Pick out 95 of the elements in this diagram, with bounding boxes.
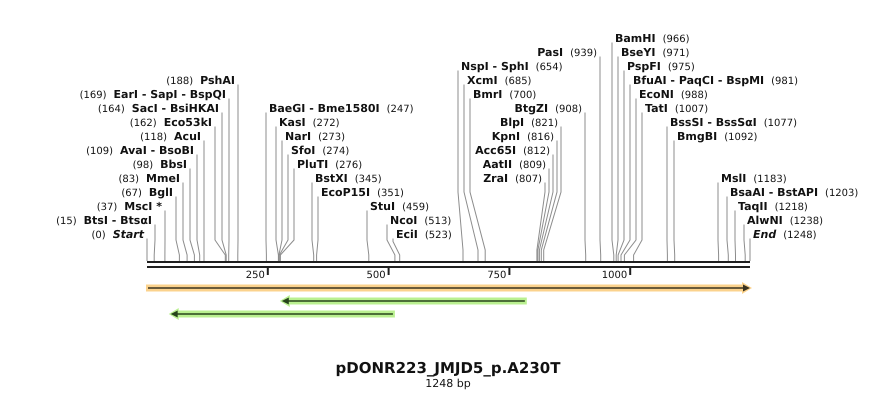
map-title: pDONR223_JMJD5_p.A230T [336,359,560,377]
leader-line [280,168,294,262]
enzyme-site-label: (98) BbsI [132,156,190,168]
enzyme-site-label: BssSI - BssSαI (1077) [667,114,798,126]
enzyme-site-label: BstXI (345) [312,170,382,182]
leader-line [386,224,396,262]
leader-line [620,84,630,262]
tick-label: 250 [246,270,265,282]
enzyme-site-label: (83) MmeI [118,170,183,182]
leader-line [674,140,676,262]
leader-line [600,56,602,262]
enzyme-site-label: (118) AcuI [140,128,204,140]
leader-line [182,182,188,262]
leader-line [266,112,267,262]
enzyme-site-label: KpnI (816) [492,128,557,140]
leader-line [538,154,554,262]
leader-line [458,70,464,262]
enzyme-site-label: EciI (523) [393,226,452,238]
enzyme-site-label: PluTI (276) [294,156,362,168]
leader-line [726,196,729,262]
enzyme-site-label: BfuAI - PaqCI - BspMI (981) [630,72,798,84]
leader-line [154,224,156,262]
leader-line [540,140,558,262]
enzyme-site-label: KasI (272) [276,114,340,126]
enzyme-site-label: ZraI (807) [483,170,545,182]
leader-line [392,238,400,262]
leader-line [666,126,668,262]
enzyme-site-label: EcoP15I (351) [318,184,404,196]
enzyme-site-label: NspI - SphI (654) [458,58,563,70]
leader-line [584,112,586,262]
enzyme-site-label: TaqII (1218) [735,198,808,210]
enzyme-site-label: BmrI (700) [470,86,536,98]
sequence-length-label: 1248 bp [425,377,471,390]
enzyme-site-label: (164) SacI - BsiHKAI [98,100,222,112]
leader-line [176,196,180,262]
leader-line [196,154,200,262]
enzyme-site-label: (15) BtsI - BtsαI [56,212,155,224]
enzyme-site-label: NarI (273) [282,128,346,140]
enzyme-site-label: SfoI (274) [288,142,350,154]
leader-line [536,182,546,262]
leader-line [718,182,720,262]
enzyme-site-label: XcmI (685) [464,72,532,84]
leader-line [312,182,314,262]
enzyme-site-label: BaeGI - Bme1580I (247) [266,100,414,112]
leader-line [164,210,166,262]
enzyme-site-label: BtgZI (908) [514,100,585,112]
tick-label: 500 [366,270,386,282]
leader-line [190,168,195,262]
leader-line [228,98,230,262]
leader-line [222,112,227,262]
enzyme-site-label: (188) PshAI [166,72,238,84]
leader-line [543,126,562,262]
leader-line [618,70,624,262]
enzyme-site-label: BamHI (966) [612,30,690,42]
leader-line [146,238,148,262]
leader-line [316,196,318,262]
leader-line [237,84,238,262]
enzyme-site-label: PspFI (975) [624,58,695,70]
sequence-end-label: End (1248) [750,226,816,238]
enzyme-site-label: (37) MscI * [96,198,165,210]
enzyme-site-label: (109) AvaI - BsoBI [86,142,197,154]
enzyme-site-label: MslI (1183) [718,170,787,182]
enzyme-site-label: BmgBI (1092) [674,128,758,140]
enzyme-site-label: (169) EarI - SapI - BspQI [80,86,229,98]
enzyme-site-label: PasI (939) [537,44,600,56]
enzyme-site-label: NcoI (513) [387,212,452,224]
leader-line [612,42,614,262]
leader-line [734,210,736,262]
enzyme-site-label: AlwNI (1238) [744,212,824,224]
leader-line [624,98,636,262]
leader-line [616,56,618,262]
tick-label: 750 [487,270,506,282]
enzyme-site-label: AatII (809) [482,156,549,168]
leader-line [633,112,642,262]
leader-line [276,126,279,262]
enzyme-site-label: Acc65I (812) [475,142,553,154]
dna-backbone [147,261,750,268]
leader-line [537,168,550,262]
enzyme-site-label: EcoNI (988) [636,86,708,98]
sequence-end-label: (0) Start [92,226,147,238]
leader-line [744,224,746,262]
tick-label: 1000 [602,270,628,282]
leader-line [278,140,282,262]
leader-line [464,84,478,262]
enzyme-site-label: TatI (1007) [642,100,708,112]
leader-line [214,126,226,262]
leader-line [278,154,288,262]
enzyme-site-label: BlpI (821) [500,114,561,126]
enzyme-site-label: (67) BglI [121,184,176,196]
leader-line [470,98,486,262]
leader-line [366,210,370,262]
enzyme-site-label: (162) Eco53kI [130,114,215,126]
enzyme-site-label: StuI (459) [367,198,429,210]
enzyme-site-label: BseYI (971) [618,44,690,56]
enzyme-site-label: BsaAI - BstAPI (1203) [727,184,858,196]
